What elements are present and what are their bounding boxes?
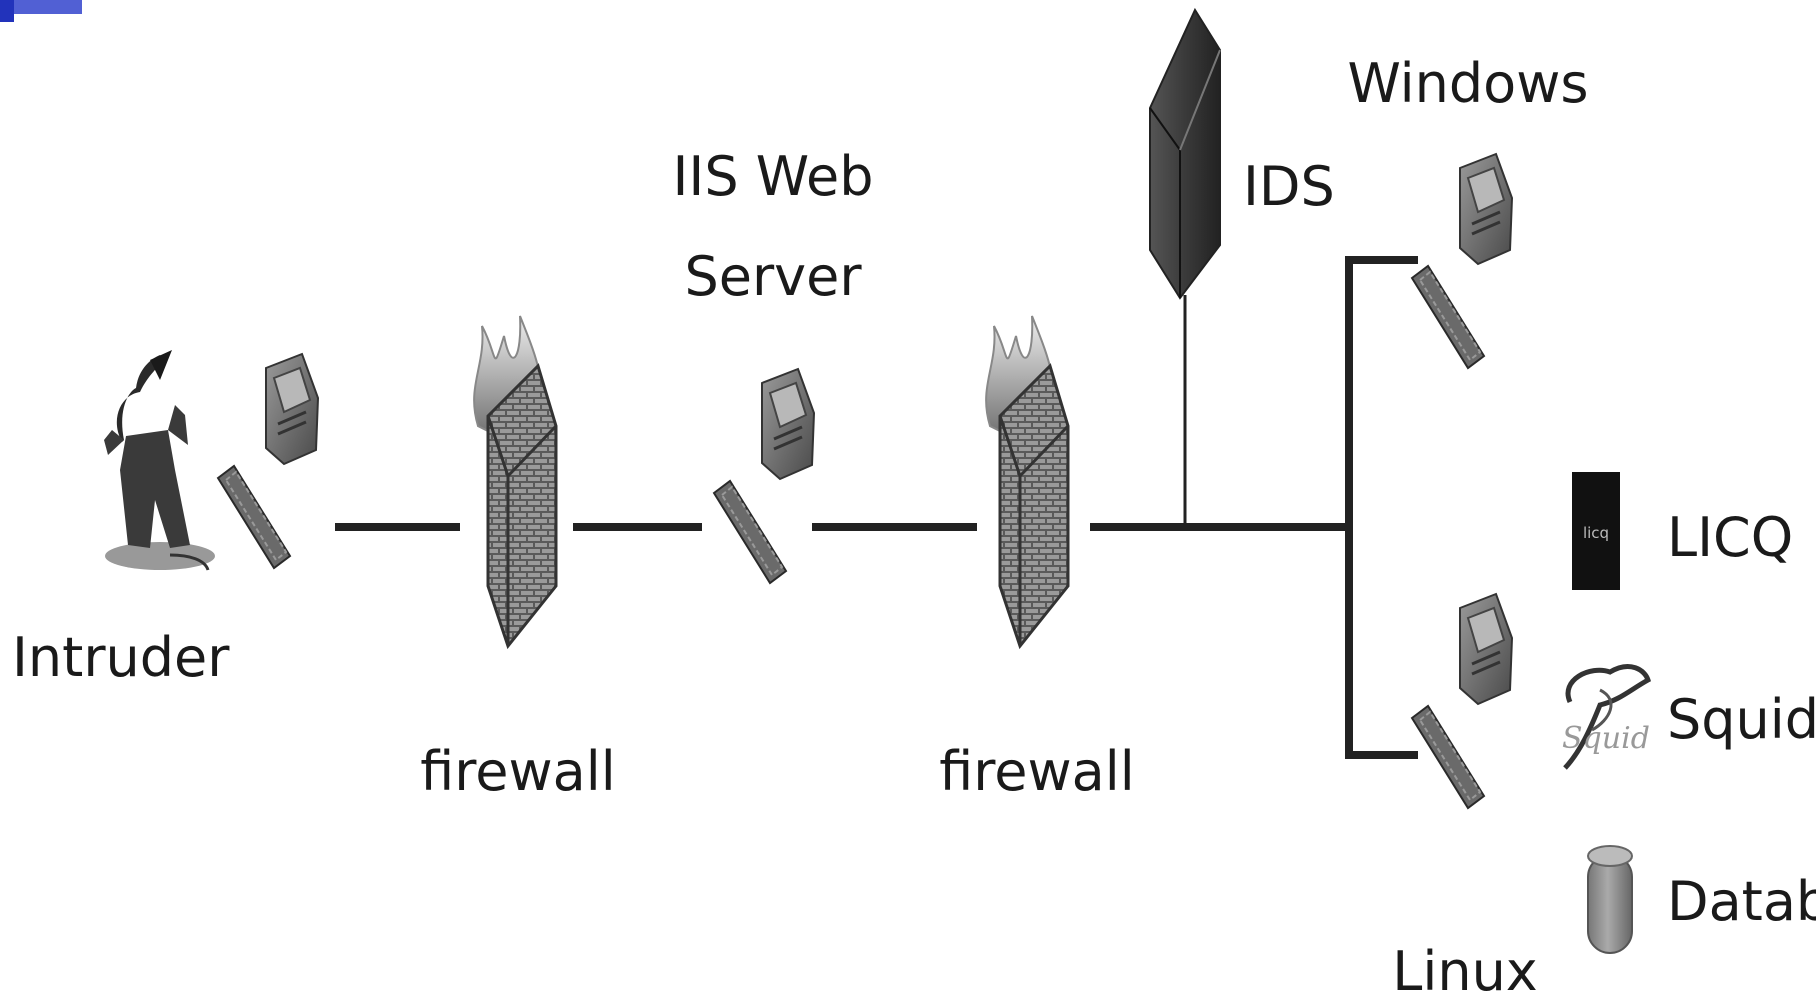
windows-computer-icon <box>1410 152 1514 370</box>
licq-icon: licq <box>1572 472 1620 590</box>
firewall-label-1: firewall <box>420 740 616 803</box>
squid-icon-text: Squid <box>1562 721 1650 756</box>
squid-label: Squid <box>1667 688 1816 751</box>
database-label: Database <box>1667 870 1816 933</box>
corner-accent-mark <box>0 0 14 22</box>
squid-icon: Squid <box>1562 664 1651 770</box>
licq-icon-text: licq <box>1583 524 1609 542</box>
windows-label: Windows <box>1347 52 1588 115</box>
ids-label: IDS <box>1243 155 1335 218</box>
ids-server-icon <box>1149 7 1221 300</box>
web-server-label-line1: IIS Web <box>672 145 873 208</box>
intruder-label: Intruder <box>12 626 230 689</box>
linux-computer-icon <box>1410 592 1514 810</box>
firewall-label-2: firewall <box>939 740 1135 803</box>
database-icon <box>1587 845 1633 954</box>
intruder-figure <box>104 350 215 571</box>
connection-lines <box>335 256 1418 759</box>
corner-accent <box>0 0 82 14</box>
web-server-label-line2: Server <box>684 245 862 308</box>
intruder-computer-icon <box>216 352 320 570</box>
web-server-computer-icon <box>712 367 816 585</box>
linux-label: Linux <box>1392 940 1538 996</box>
firewall-icon-2 <box>984 314 1070 648</box>
firewall-icon-1 <box>472 314 558 648</box>
licq-label: LICQ <box>1667 506 1793 569</box>
